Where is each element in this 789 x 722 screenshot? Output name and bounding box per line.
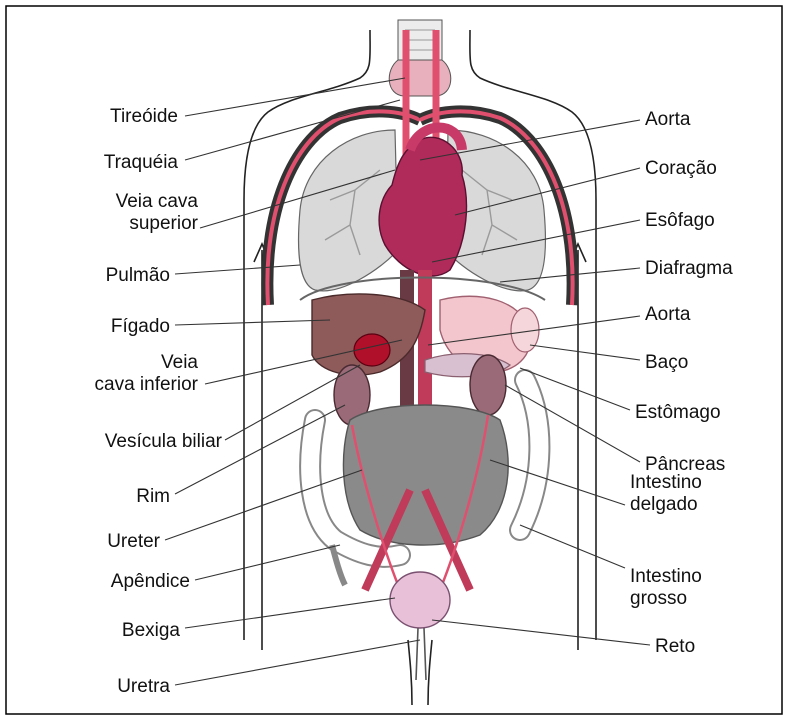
thyroid-shape: [389, 60, 451, 96]
label-veia-cava-superior-line-1: Veia cava: [116, 191, 199, 212]
small-intestine-shape: [343, 405, 508, 545]
label-coracao: Coração: [645, 158, 717, 179]
label-vesicula-biliar: Vesícula biliar: [105, 431, 223, 452]
neck-structures: [389, 20, 451, 96]
label-aorta-1: Aorta: [645, 109, 691, 130]
label-bexiga: Bexiga: [122, 620, 181, 641]
label-traqueia: Traquéia: [104, 152, 179, 173]
label-estomago: Estômago: [635, 402, 721, 423]
label-esofago: Esôfago: [645, 210, 715, 231]
label-veia-cava-inferior-line-2: cava inferior: [95, 374, 199, 395]
label-uretra: Uretra: [117, 676, 170, 697]
label-intestino-grosso-line-2: grosso: [630, 588, 687, 609]
label-ureter: Ureter: [107, 531, 160, 552]
label-veia-cava-inferior-line-1: Veia: [161, 352, 198, 373]
label-intestino-delgado-line-1: Intestino: [630, 472, 702, 493]
label-pulmao: Pulmão: [106, 265, 170, 286]
label-aorta-2: Aorta: [645, 304, 691, 325]
label-baco: Baço: [645, 352, 688, 373]
label-intestino-delgado-line-2: delgado: [630, 494, 698, 515]
label-figado: Fígado: [111, 316, 170, 337]
right-kidney-shape: [470, 355, 506, 415]
label-reto: Reto: [655, 636, 695, 657]
label-apendice: Apêndice: [111, 571, 190, 592]
label-tireoide: Tireóide: [110, 106, 178, 127]
label-rim: Rim: [136, 486, 170, 507]
label-diafragma: Diafragma: [645, 258, 733, 279]
bladder-shape: [390, 572, 450, 628]
label-veia-cava-superior-line-2: superior: [129, 213, 198, 234]
label-intestino-grosso-line-1: Intestino: [630, 566, 702, 587]
